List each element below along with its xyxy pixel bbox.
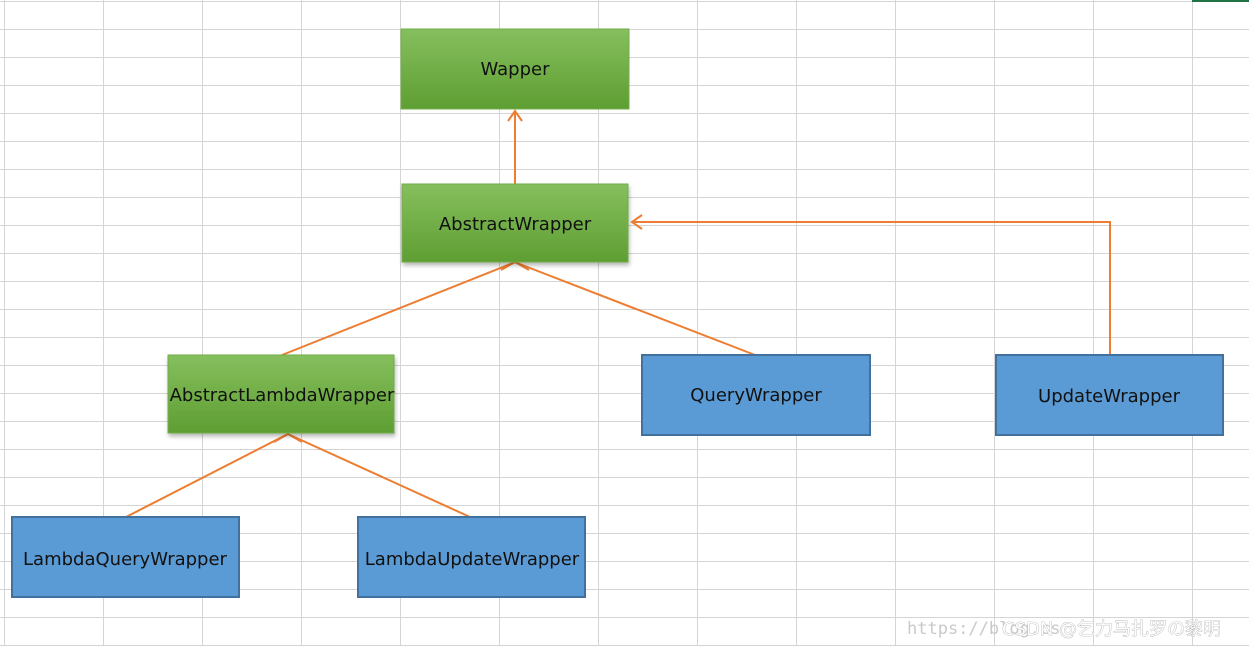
edge-updatewrapper-abstractwrapper	[632, 221, 1111, 355]
node-abstractwrapper: AbstractWrapper	[401, 183, 629, 263]
node-lambdaupdatewrapper: LambdaUpdateWrapper	[357, 516, 586, 598]
arrowhead-wapper	[507, 109, 523, 122]
edge-lambdaupdate-abstractlambda	[289, 434, 471, 518]
edge-lambdaquery-abstractlambda	[125, 434, 287, 518]
node-lambdaupdatewrapper-label: LambdaUpdateWrapper	[365, 549, 580, 570]
node-wapper-label: Wapper	[480, 59, 550, 80]
node-abstractwrapper-label: AbstractWrapper	[439, 214, 592, 235]
node-updatewrapper-label: UpdateWrapper	[1038, 386, 1181, 407]
edge-abstractlambda-abstractwrapper	[281, 262, 514, 356]
node-querywrapper-label: QueryWrapper	[690, 385, 822, 406]
node-querywrapper: QueryWrapper	[641, 354, 871, 436]
node-updatewrapper: UpdateWrapper	[995, 354, 1224, 436]
node-lambdaquerywrapper: LambdaQueryWrapper	[11, 516, 240, 598]
cell-selection-mark	[1192, 0, 1249, 2]
arrowhead-abstractwrapper-right	[630, 214, 643, 230]
watermark-url: https://blog.cs	[907, 619, 1061, 639]
arrowhead-abstractlambda-bottom	[273, 432, 303, 443]
inheritance-edges	[125, 109, 1111, 518]
node-abstractlambdawrapper: AbstractLambdaWrapper	[167, 354, 395, 434]
node-lambdaquerywrapper-label: LambdaQueryWrapper	[23, 549, 228, 570]
node-wapper: Wapper	[400, 28, 630, 110]
watermark-csdn: CSDN @乞力马扎罗の黎明	[1002, 619, 1221, 640]
edge-querywrapper-abstractwrapper	[516, 262, 756, 356]
node-abstractlambdawrapper-label: AbstractLambdaWrapper	[170, 385, 395, 406]
